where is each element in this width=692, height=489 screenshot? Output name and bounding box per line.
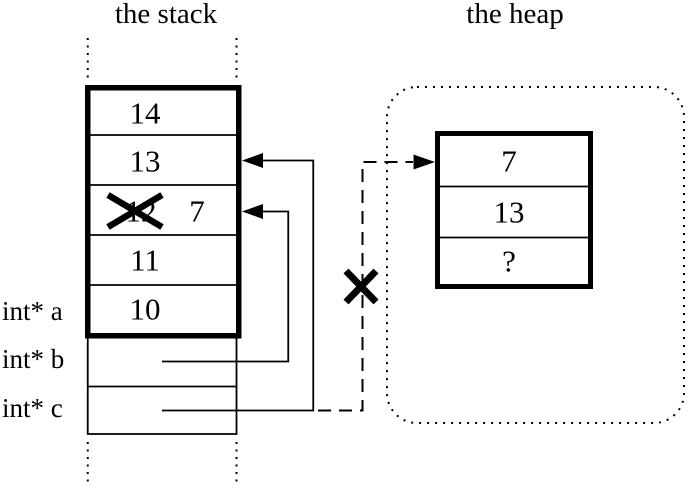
stack-cell-13: 13 [129, 143, 161, 179]
x-mark-dangling-pointer-icon [343, 268, 379, 305]
label-int-c: int* c [2, 393, 63, 424]
stack-dotted-guides [86, 38, 238, 487]
label-int-a: int* a [2, 296, 63, 327]
heap-row-dividers [440, 185, 591, 239]
heap-block-border [435, 131, 593, 289]
pointer-c-line [162, 159, 315, 412]
pointer-b-arrowhead-icon [242, 204, 263, 219]
stack-row-dividers [90, 134, 236, 286]
heap-cell-7: 7 [501, 143, 517, 179]
stack-cell-10: 10 [129, 291, 161, 327]
pointer-b-line [162, 210, 290, 363]
stack-pointer-rows [86, 338, 238, 435]
stack-cell-14: 14 [129, 95, 161, 131]
stack-frame-border [85, 85, 242, 339]
stack-cell-12-crossed-out: 12 [125, 193, 157, 229]
stack-cell-new-value: 7 [189, 193, 205, 229]
label-int-b: int* b [2, 344, 65, 375]
heap-title: the heap [466, 0, 564, 30]
dangling-pointer-arrowhead-icon [413, 154, 435, 170]
heap-cell-13: 13 [493, 194, 525, 230]
pointer-c-arrowhead-icon [242, 153, 263, 168]
stack-cell-11: 11 [130, 242, 160, 278]
heap-region-outline [386, 86, 685, 424]
x-mark-overwritten-value-icon [106, 192, 164, 230]
stack-title: the stack [114, 0, 218, 30]
heap-cell-unknown: ? [502, 243, 516, 279]
